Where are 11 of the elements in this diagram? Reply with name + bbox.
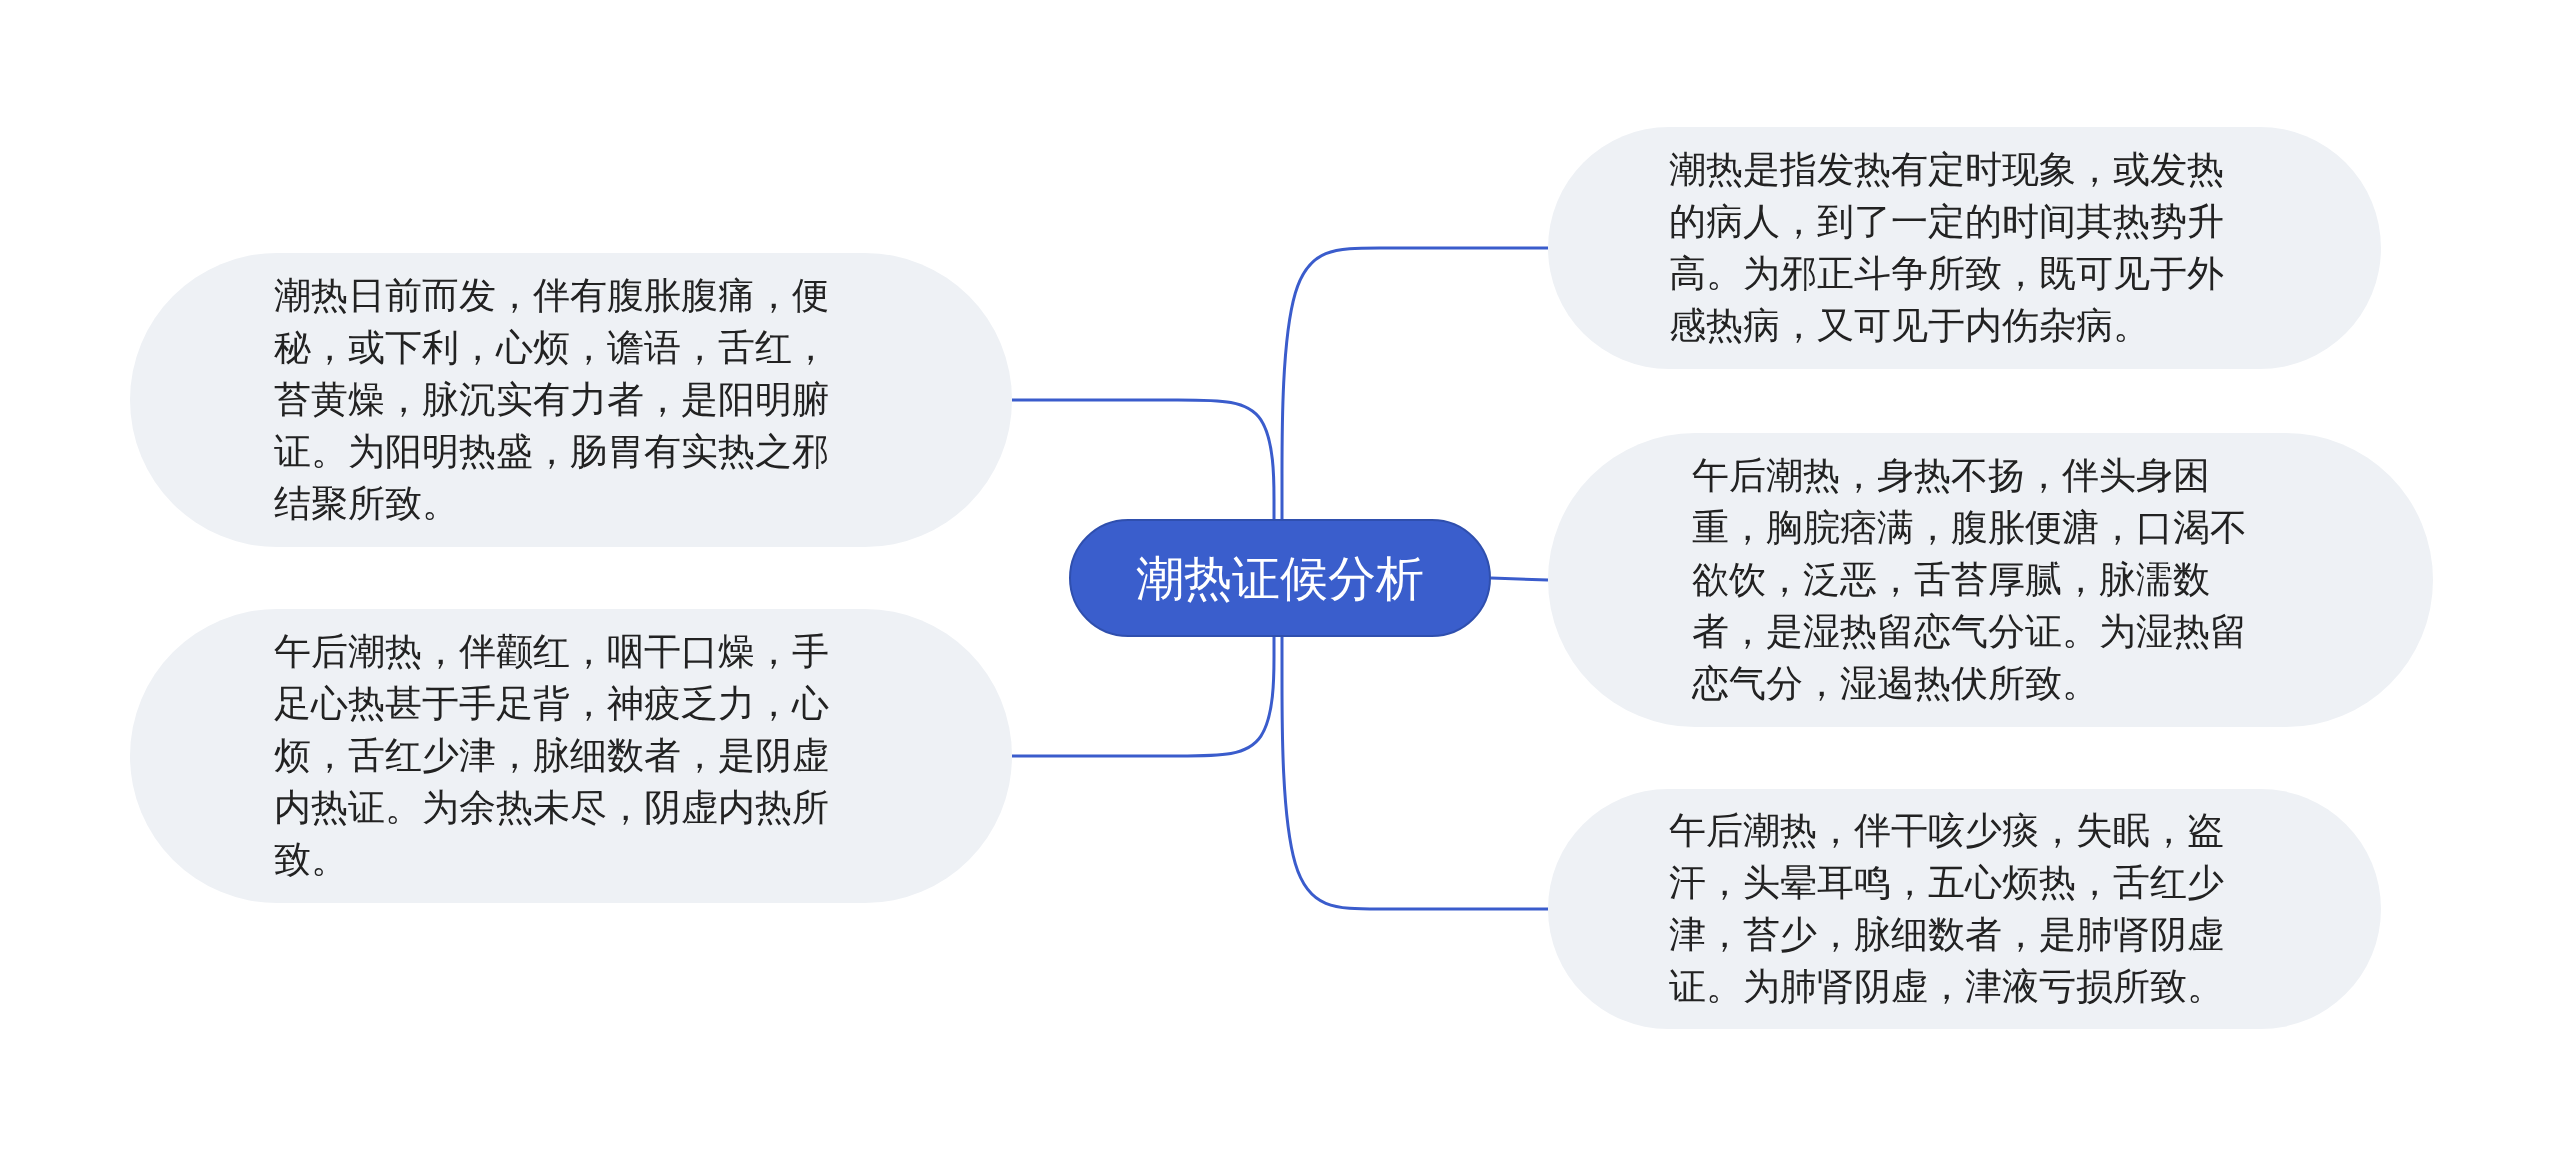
topic-text: 午后潮热，伴颧红，咽干口燥，手足心热甚于手足背，神疲乏力，心烦，舌红少津，脉细数者，是阴虚内热证。为余热未尽，阴虚内热所致。 (274, 629, 830, 883)
connector-line (1490, 576, 1549, 582)
connector-line (1280, 246, 1548, 519)
connector-line (1280, 637, 1548, 911)
central-topic-text: 潮热证候分析 (1136, 549, 1424, 608)
topic-text: 潮热是指发热有定时现象，或发热的病人，到了一定的时间其热势升高。为邪正斗争所致，既可见于外感热病，又可见于内伤杂病。 (1669, 147, 2225, 349)
connector-line (1012, 637, 1276, 758)
topic-text: 午后潮热，身热不扬，伴头身困重，胸脘痞满，腹胀便溏，口渴不欲饮，泛恶，舌苔厚腻，脉濡数者，是湿热留恋气分证。为湿热留恋气分，湿遏热伏所致。 (1692, 453, 2248, 707)
connector-line (1012, 398, 1276, 519)
topic-text: 潮热日前而发，伴有腹胀腹痛，便秘，或下利，心烦，谵语，舌红，苔黄燥，脉沉实有力者，是阳明腑证。为阳明热盛，肠胃有实热之邪结聚所致。 (274, 273, 830, 527)
topic-text: 午后潮热，伴干咳少痰，失眠，盗汗，头晕耳鸣，五心烦热，舌红少津，苔少，脉细数者，是肺肾阴虚证。为肺肾阴虚，津液亏损所致。 (1669, 808, 2225, 1010)
